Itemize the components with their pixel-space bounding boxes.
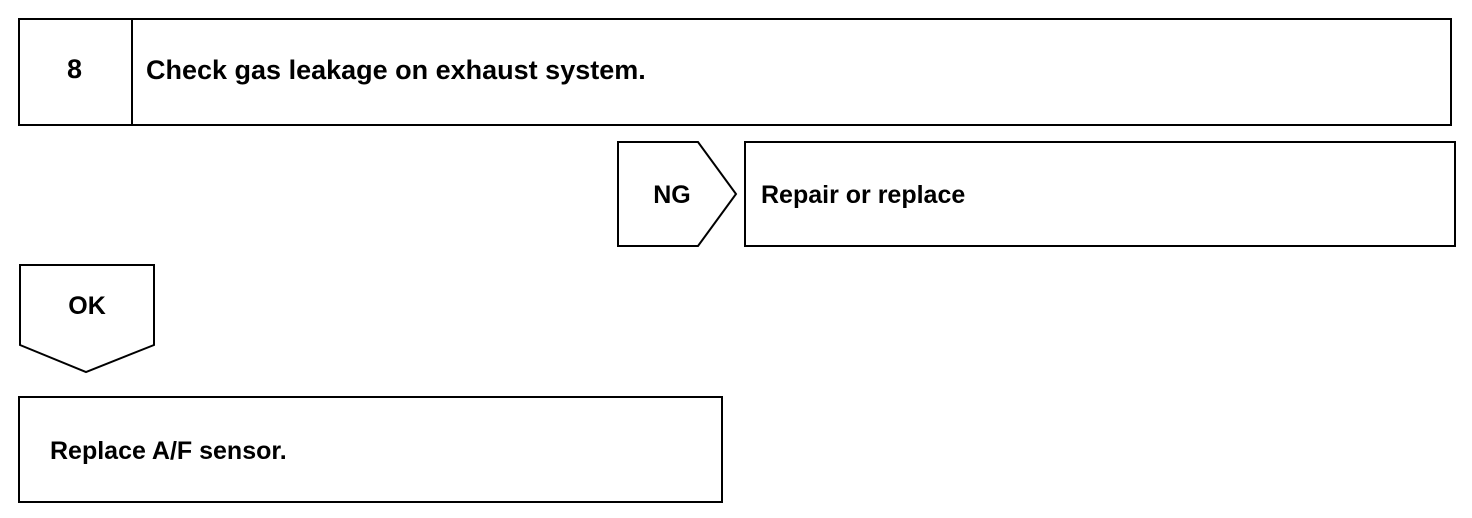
- ng-arrow-shape: [617, 141, 738, 247]
- ng-action-text: Repair or replace: [761, 181, 966, 209]
- step-header-box: [18, 18, 1452, 126]
- ok-action-box: [18, 396, 723, 503]
- step-title: Check gas leakage on exhaust system.: [146, 55, 646, 85]
- ng-action-box: [744, 141, 1456, 247]
- ok-action-text: Replace A/F sensor.: [50, 437, 287, 465]
- step-number-divider: [131, 18, 133, 126]
- ok-arrow-shape: [19, 264, 155, 374]
- step-number: 8: [66, 54, 83, 84]
- ng-label: NG: [653, 181, 691, 209]
- ok-label: OK: [68, 292, 106, 320]
